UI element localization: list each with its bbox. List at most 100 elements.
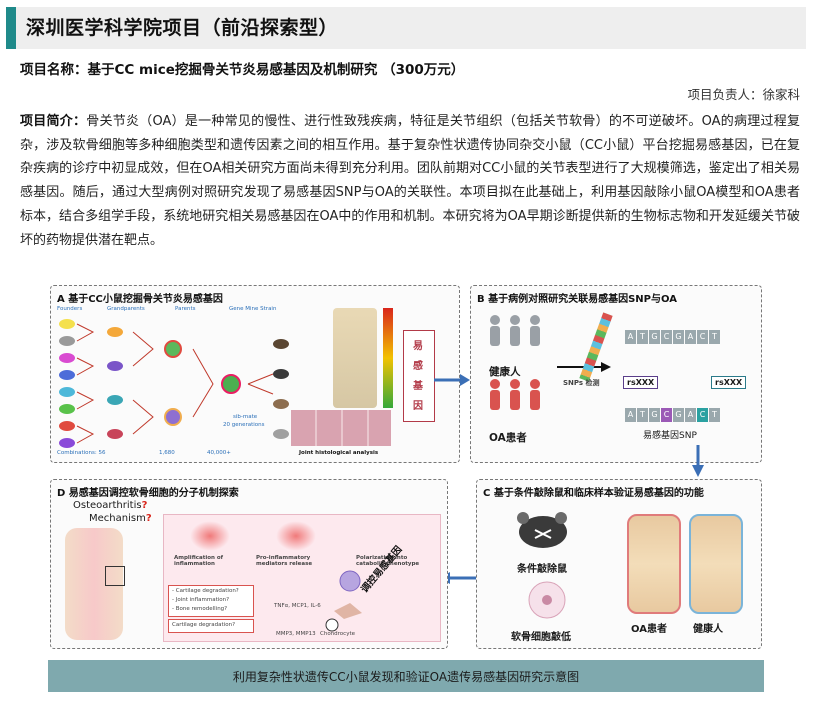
rs-label-1: rsXXX (623, 376, 659, 389)
panel-c-title: C 基于条件敲除鼠和临床样本验证易感基因的功能 (483, 488, 704, 499)
people-icons (490, 315, 540, 410)
mechanism-qmark: ? (145, 513, 152, 524)
osteoarthritis-qmark: ? (141, 500, 148, 511)
polarization-label: Polarization into catabolic phenotype (356, 555, 420, 567)
mechanism-label: Mechanism (89, 513, 146, 524)
seq-bot-7: T (709, 408, 720, 422)
susceptibility-char-2: 感 (413, 361, 423, 372)
panel-a-title: A 基于CC小鼠挖掘骨关节炎易感基因 (57, 294, 223, 305)
oa-patient-label: OA患者 (631, 624, 667, 635)
cross-lines (76, 323, 274, 444)
count-40000: 40,000+ (207, 450, 231, 456)
mechanism-question: Mechanism? (89, 513, 152, 524)
parent-mice (164, 340, 182, 426)
project-name: 项目名称：基于CC mice挖掘骨关节炎易感基因及机制研究 （300万元） (20, 58, 464, 78)
panel-b: B 基于病例对照研究关联易感基因SNP与OA 健康人 OA患者 SNPs 检测 … (470, 285, 762, 463)
col-strain: Gene Mine Strain (229, 306, 277, 312)
combinations-label: Combinations: 56 (57, 450, 106, 456)
founder-mice (59, 319, 75, 448)
col-founders: Founders (57, 306, 83, 312)
project-intro: 项目简介：骨关节炎（OA）是一种常见的慢性、进行性致残疾病，特征是关节组织（包括… (20, 110, 800, 252)
panel-c: C 基于条件敲除鼠和临床样本验证易感基因的功能 条件敲除鼠 软骨细胞敲低 OA患… (476, 479, 762, 649)
seq-bot-0: A (625, 408, 636, 422)
seq-bot-4: G (673, 408, 684, 422)
intro-text: 骨关节炎（OA）是一种常见的慢性、进行性致残疾病，特征是关节组织（包括关节软骨）… (20, 114, 800, 248)
gradient-scale (383, 308, 393, 408)
project-name-label: 项目名称： (20, 62, 88, 78)
susceptibility-char-1: 易 (413, 341, 423, 352)
chondrocyte-label: Chondrocyte (320, 631, 355, 637)
knockout-mouse-icon (517, 512, 567, 548)
question-1-line-2: - Joint inflammation? (172, 597, 230, 603)
rs-label-2: rsXXX (711, 376, 747, 389)
healthy-knee-image (689, 514, 743, 614)
header-accent (6, 7, 16, 49)
healthy-person-label: 健康人 (693, 624, 723, 635)
seq-bot-3: C (661, 408, 672, 422)
intro-label: 项目简介： (20, 114, 87, 129)
header-bar: 深圳医学科学院项目（前沿探索型） (6, 7, 806, 49)
seq-bot-1: T (637, 408, 648, 422)
patients-icon (490, 379, 540, 410)
generations-label: 20 generations (223, 422, 265, 428)
grandparent-mice (107, 327, 123, 439)
seq-bot-2: G (649, 408, 660, 422)
cytokine-label: TNFα, MCP1, IL-6 (274, 603, 321, 609)
sequence-top: A T G C G A C T (625, 330, 720, 344)
seq-top-0: A (625, 330, 636, 344)
arrow-b-to-c (692, 445, 704, 477)
question-1-line-1: - Cartilage degradation? (172, 588, 239, 594)
seq-top-2: G (649, 330, 660, 344)
susceptibility-char-4: 因 (413, 401, 423, 412)
question-2-text: Cartilage degradation? (172, 622, 235, 628)
question-1-line-3: - Bone remodelling? (172, 606, 228, 612)
figure-caption: 利用复杂性状遗传CC小鼠发现和验证OA遗传易感基因研究示意图 (232, 670, 580, 684)
panel-a: A 基于CC小鼠挖掘骨关节炎易感基因 Founders Grandparents… (50, 285, 460, 463)
seq-bot-6: C (697, 408, 708, 422)
osteoarthritis-label: Osteoarthritis (73, 500, 142, 511)
healthy-people-icon (490, 315, 540, 346)
cell-icons (325, 570, 362, 632)
col-grandparents: Grandparents (107, 306, 145, 312)
histology-strip (291, 410, 391, 446)
panel-b-title: B 基于病例对照研究关联易感基因SNP与OA (477, 294, 677, 305)
amplification-label: Amplification of inflammation (174, 555, 224, 567)
joint-illustration (65, 528, 123, 640)
panel-d-title: D 易感基因调控软骨细胞的分子机制探索 (57, 488, 239, 499)
panel-d: D 易感基因调控软骨细胞的分子机制探索 Osteoarthritis? Mech… (50, 479, 448, 649)
figure-caption-bar: 利用复杂性状遗传CC小鼠发现和验证OA遗传易感基因研究示意图 (48, 660, 764, 692)
healthy-label: 健康人 (489, 366, 521, 378)
osteoarthritis-question: Osteoarthritis? (73, 500, 147, 511)
research-diagram: A 基于CC小鼠挖掘骨关节炎易感基因 Founders Grandparents… (48, 281, 766, 655)
zoom-box (105, 566, 125, 586)
question-box-1: - Cartilage degradation? - Joint inflamm… (168, 585, 254, 617)
sib-mate-label: sib-mate (233, 414, 258, 420)
joint-images (333, 308, 377, 408)
sequence-bottom: A T G C G A C T (625, 408, 720, 422)
seq-top-7: T (709, 330, 720, 344)
chondrocyte-icon (528, 581, 566, 619)
cc-mice-photos (273, 339, 289, 439)
cc-strain-mouse (221, 374, 241, 394)
chondrocyte-knockdown-label: 软骨细胞敲低 (511, 632, 571, 643)
page-title: 深圳医学科学院项目（前沿探索型） (26, 17, 339, 39)
col-parents: Parents (175, 306, 196, 312)
seq-top-1: T (637, 330, 648, 344)
seq-top-5: A (685, 330, 696, 344)
snp-detect-label: SNPs 检测 (563, 379, 600, 387)
susceptibility-char-3: 基 (413, 381, 423, 392)
seq-bot-5: A (685, 408, 696, 422)
snp-arrow (557, 362, 611, 372)
breeding-scheme (59, 319, 289, 448)
mmp-label: MMP3, MMP13 (276, 631, 316, 637)
project-leader: 项目负责人：徐家科 (687, 87, 800, 102)
knockout-mouse-label: 条件敲除鼠 (517, 564, 567, 575)
seq-top-6: C (697, 330, 708, 344)
project-name-value: 基于CC mice挖掘骨关节炎易感基因及机制研究 （300万元） (87, 62, 465, 78)
arrow-a-to-b (434, 374, 470, 386)
susceptibility-gene-box: 易 感 基 因 (403, 330, 435, 422)
snp-gene-label: 易感基因SNP (643, 431, 697, 441)
seq-top-3: C (661, 330, 672, 344)
histology-label: Joint histological analysis (299, 450, 379, 456)
patients-label: OA患者 (489, 432, 527, 444)
